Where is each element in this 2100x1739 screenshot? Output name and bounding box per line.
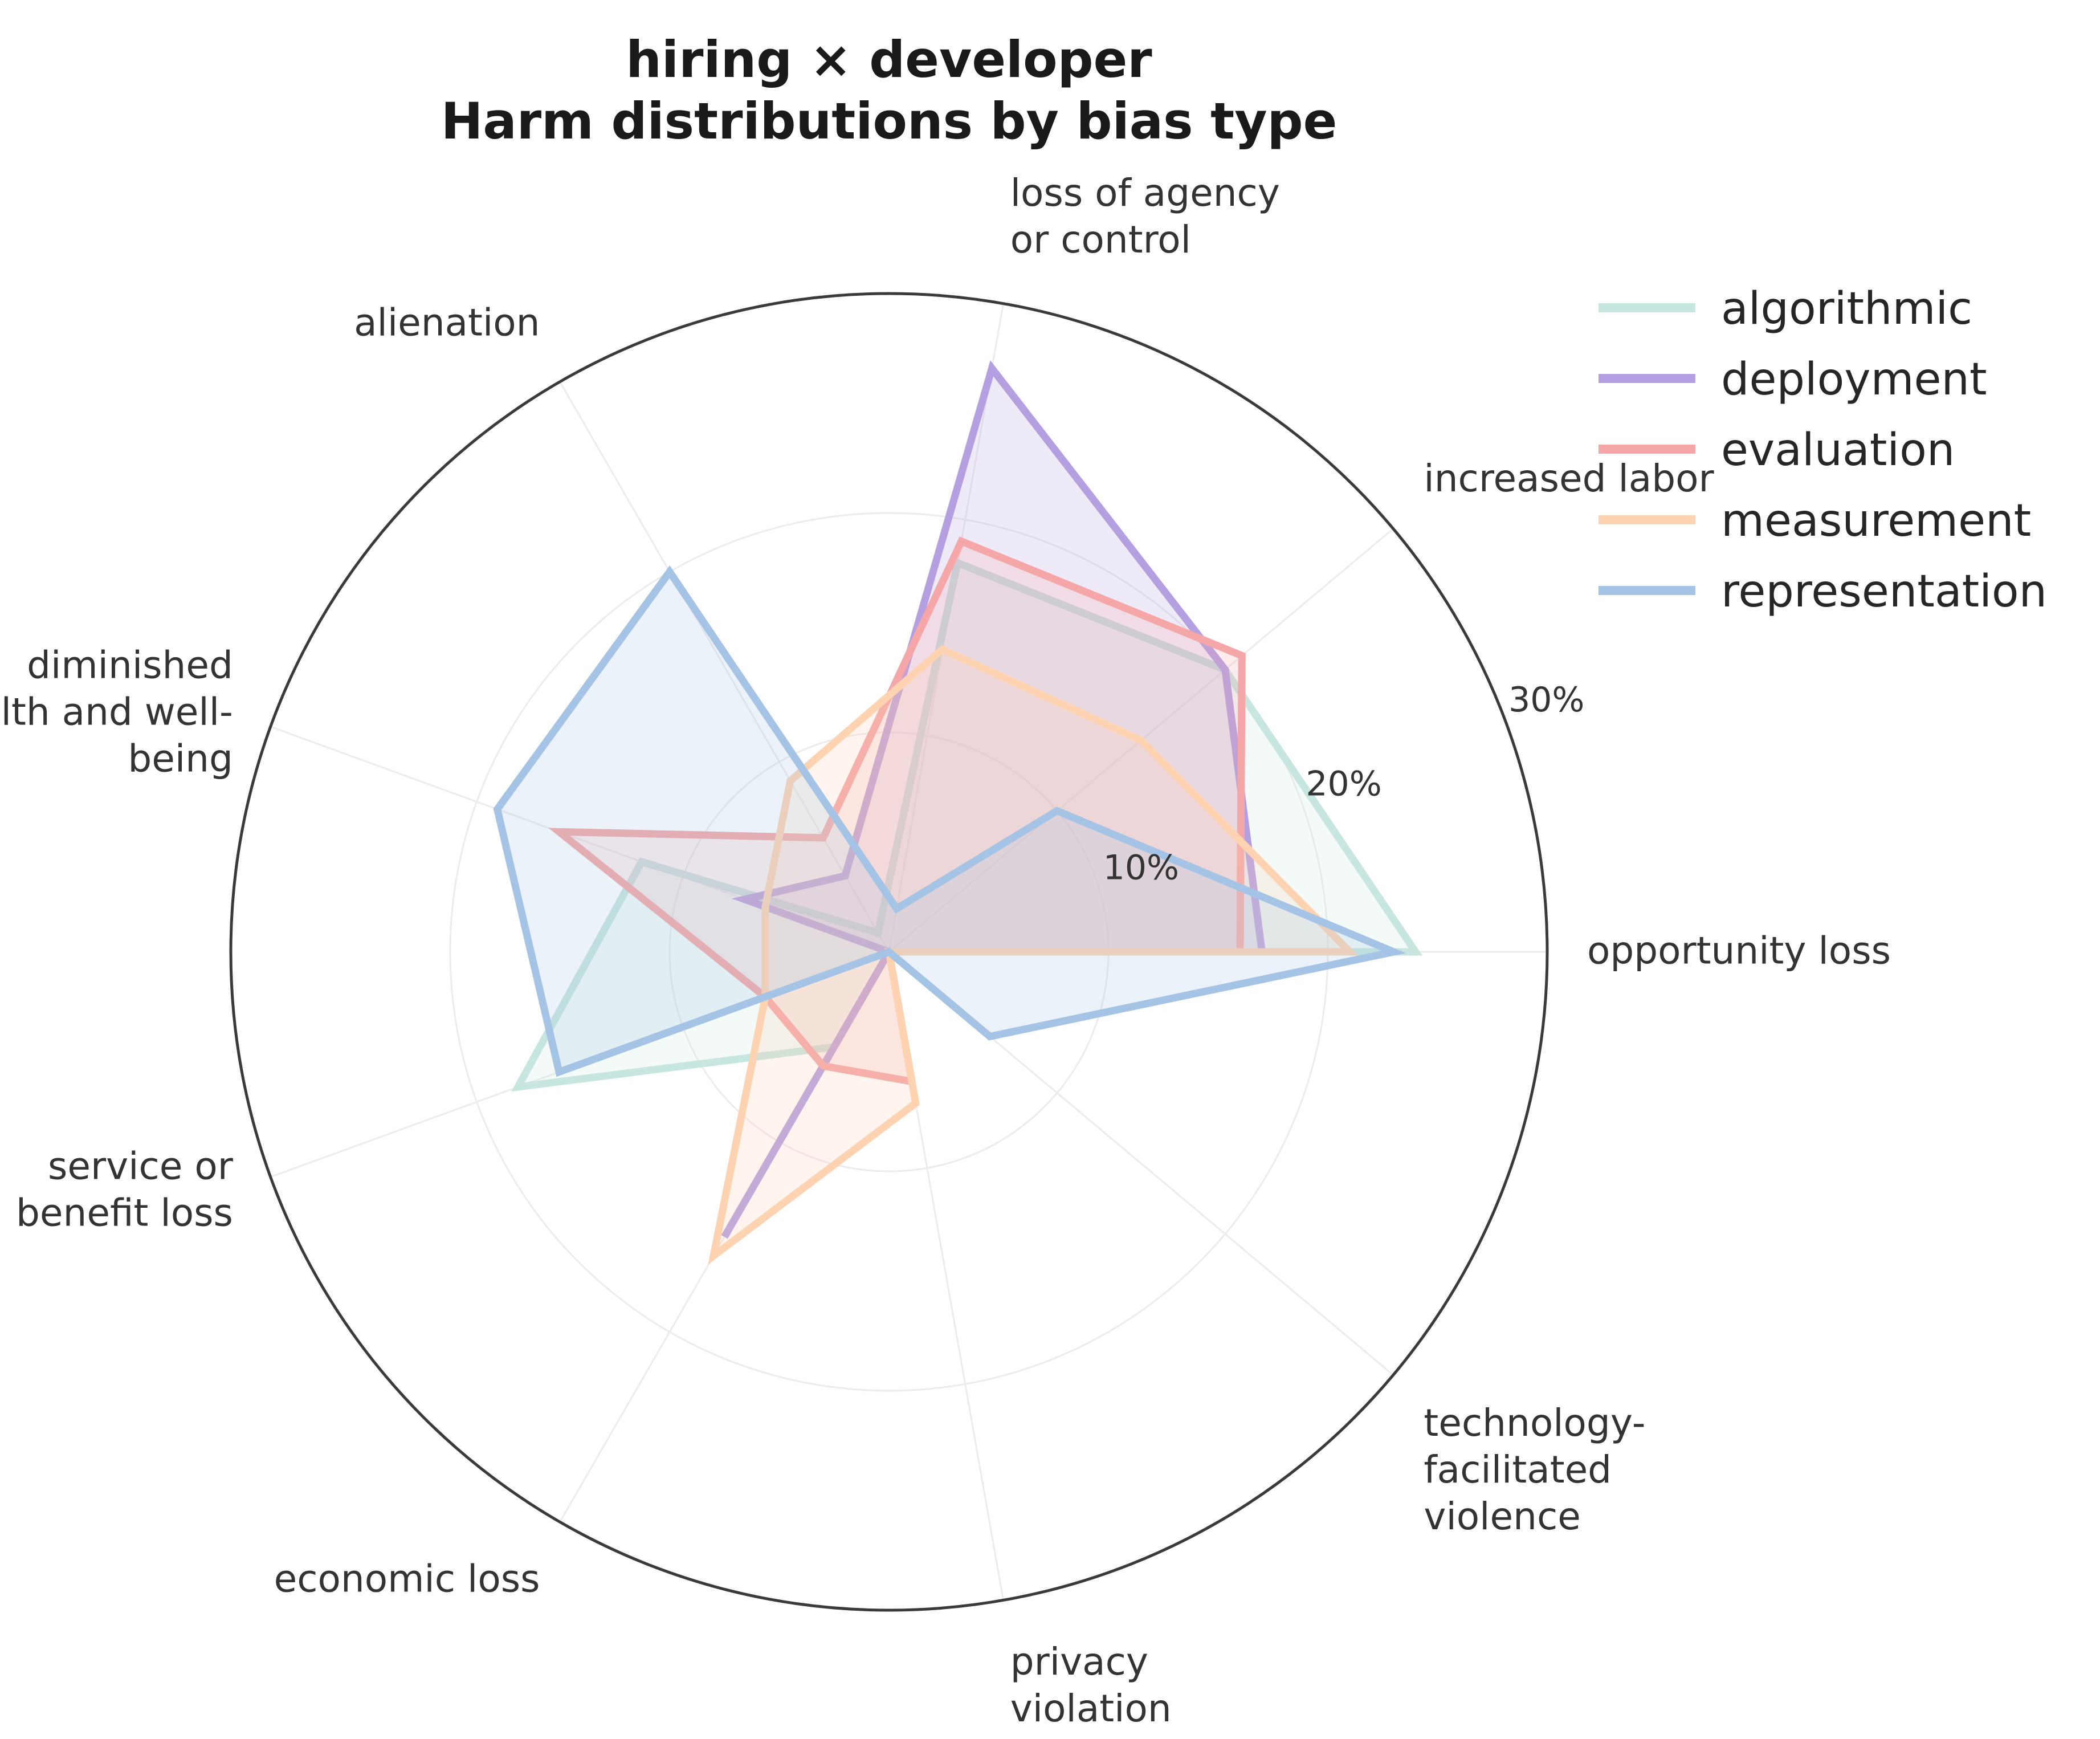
data-point-representation-0 [1393,951,1394,952]
outer-frame [229,292,1549,1612]
radial-tick-label: 30% [1508,680,1584,720]
category-label-line: service or [48,1144,234,1188]
data-point-algorithmic-5 [517,1086,519,1088]
category-label-line: benefit loss [16,1191,233,1235]
radial-ticks: 10% 20% 30% [1103,680,1585,888]
data-point-measurement-1 [1140,740,1141,741]
data-point-representation-7 [888,951,890,952]
category-label: diminishedhealth and well-being [0,644,233,781]
category-label-line: technology- [1424,1401,1645,1445]
category-label-line: or control [1010,218,1191,262]
series-line-representation [493,565,1406,1077]
chart-title-line: hiring × developer [626,30,1152,89]
data-point-measurement-7 [915,1102,916,1103]
series-area [493,360,1423,1265]
category-label-line: economic loss [274,1557,540,1600]
radial-tick-label: 10% [1103,848,1179,888]
series-measurement [708,645,1359,1265]
legend-item-deployment: deployment [1599,354,1987,405]
data-point-measurement-6 [713,1255,714,1256]
category-label-line: health and well- [0,690,233,734]
grid-spoke [559,381,890,952]
legend-label: measurement [1721,495,2031,547]
legend-item-representation: representation [1599,566,2047,617]
category-label-line: privacy [1010,1640,1148,1684]
radial-tick-label: 20% [1306,764,1381,804]
data-point-representation-5 [558,1072,560,1073]
chart-title-line: Harm distributions by bias type [441,92,1338,150]
data-point-representation-4 [497,809,498,810]
series-representation [493,565,1406,1077]
category-label-line: being [128,737,233,781]
series-deployment [721,360,1266,1239]
category-labels: opportunity loss increased labor loss of a… [0,171,1891,1730]
category-label: opportunity loss [1587,929,1891,973]
legend-item-algorithmic: algorithmic [1599,283,1972,335]
data-point-measurement-2 [942,649,943,650]
category-label-line: facilitated [1424,1448,1612,1492]
category-label: increased labor [1424,457,1714,500]
category-label-line: loss of agency [1010,171,1280,215]
legend-label: deployment [1721,354,1987,405]
series-fill-representation [497,572,1394,1072]
data-point-representation-3 [669,571,670,572]
legend-label: evaluation [1721,425,1955,476]
data-point-evaluation-2 [961,541,962,542]
category-label-line: violation [1010,1687,1172,1730]
legend-item-measurement: measurement [1599,495,2031,547]
category-label-line: increased labor [1424,457,1714,500]
legend: algorithmic deployment evaluation measureme… [1599,283,2047,617]
series-fill-evaluation [559,541,1242,1082]
data-point-evaluation-1 [1241,655,1242,656]
legend-label: representation [1721,566,2047,617]
category-label-line: alienation [354,301,540,345]
data-point-representation-1 [1057,811,1058,812]
series-fill-algorithmic [517,563,1416,1087]
category-label: economic loss [274,1557,540,1600]
category-label-line: opportunity loss [1587,929,1891,973]
category-label-line: diminished [27,644,233,687]
series-fill-measurement [713,649,1350,1256]
legend-label: algorithmic [1721,283,1972,335]
data-point-representation-8 [989,1036,990,1037]
series-line-measurement [708,645,1359,1265]
data-point-deployment-2 [992,368,993,369]
category-label: alienation [354,301,540,345]
legend-item-evaluation: evaluation [1599,425,1955,476]
data-point-algorithmic-0 [1415,951,1416,952]
category-label-line: violence [1424,1494,1580,1538]
series-fill-deployment [724,368,1262,1237]
series-line-deployment [721,360,1266,1239]
data-point-representation-2 [896,908,897,909]
